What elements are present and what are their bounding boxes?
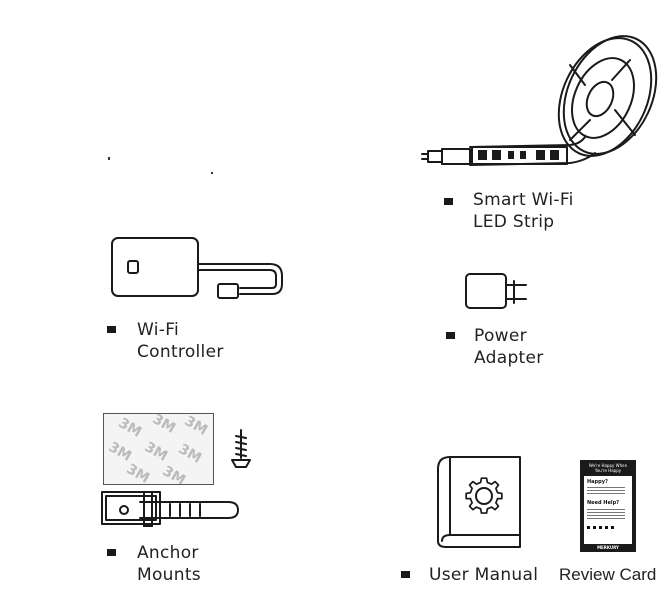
review-card-panel: Happy? Need Help? [584, 476, 632, 544]
stray-mark [211, 172, 213, 174]
adhesive-pad: 3M 3M 3M 3M 3M 3M 3M 3M [103, 413, 214, 485]
led-strip-illustration [421, 35, 658, 166]
mounts-label-line2: Mounts [137, 565, 201, 585]
wifi-controller-illustration [111, 237, 283, 299]
happy-heading: Happy? [587, 479, 608, 485]
placeholder-lines [587, 487, 625, 488]
led-strip-label-line1: Smart Wi-Fi [473, 190, 574, 210]
need-help-heading: Need Help? [587, 500, 620, 506]
review-card-header: We're Happy When You're Happy [588, 463, 628, 473]
tape-text: 3M [115, 415, 145, 441]
review-card-illustration: We're Happy When You're Happy Happy? Nee… [580, 460, 636, 552]
controller-label-line2: Controller [137, 342, 224, 362]
social-icons [587, 526, 617, 529]
bullet [107, 549, 116, 556]
adapter-label-line1: Power [474, 326, 527, 346]
review-card-brand: MERKURY [597, 545, 619, 550]
cable-tie-mount [101, 491, 239, 527]
screw-icon [231, 429, 251, 468]
tape-text: 3M [123, 461, 153, 485]
adapter-label-line2: Adapter [474, 348, 544, 368]
bullet [401, 571, 410, 578]
controller-label-line1: Wi-Fi [137, 320, 180, 340]
gear-icon [465, 477, 503, 514]
stray-mark [108, 157, 110, 160]
manual-label: User Manual [429, 565, 539, 585]
bullet [444, 198, 453, 205]
bullet [107, 326, 116, 333]
tape-text: 3M [181, 413, 211, 439]
tape-text: 3M [149, 413, 179, 437]
tape-text: 3M [159, 463, 189, 485]
mounts-label-line1: Anchor [137, 543, 199, 563]
tape-text: 3M [175, 441, 205, 467]
review-label: Review Card [559, 565, 657, 584]
tape-text: 3M [141, 439, 171, 465]
power-adapter-illustration [465, 273, 527, 309]
user-manual-illustration [437, 456, 521, 548]
tape-text: 3M [105, 439, 135, 465]
placeholder-lines [587, 509, 625, 510]
bullet [446, 332, 455, 339]
led-strip-label-line2: LED Strip [473, 212, 555, 232]
